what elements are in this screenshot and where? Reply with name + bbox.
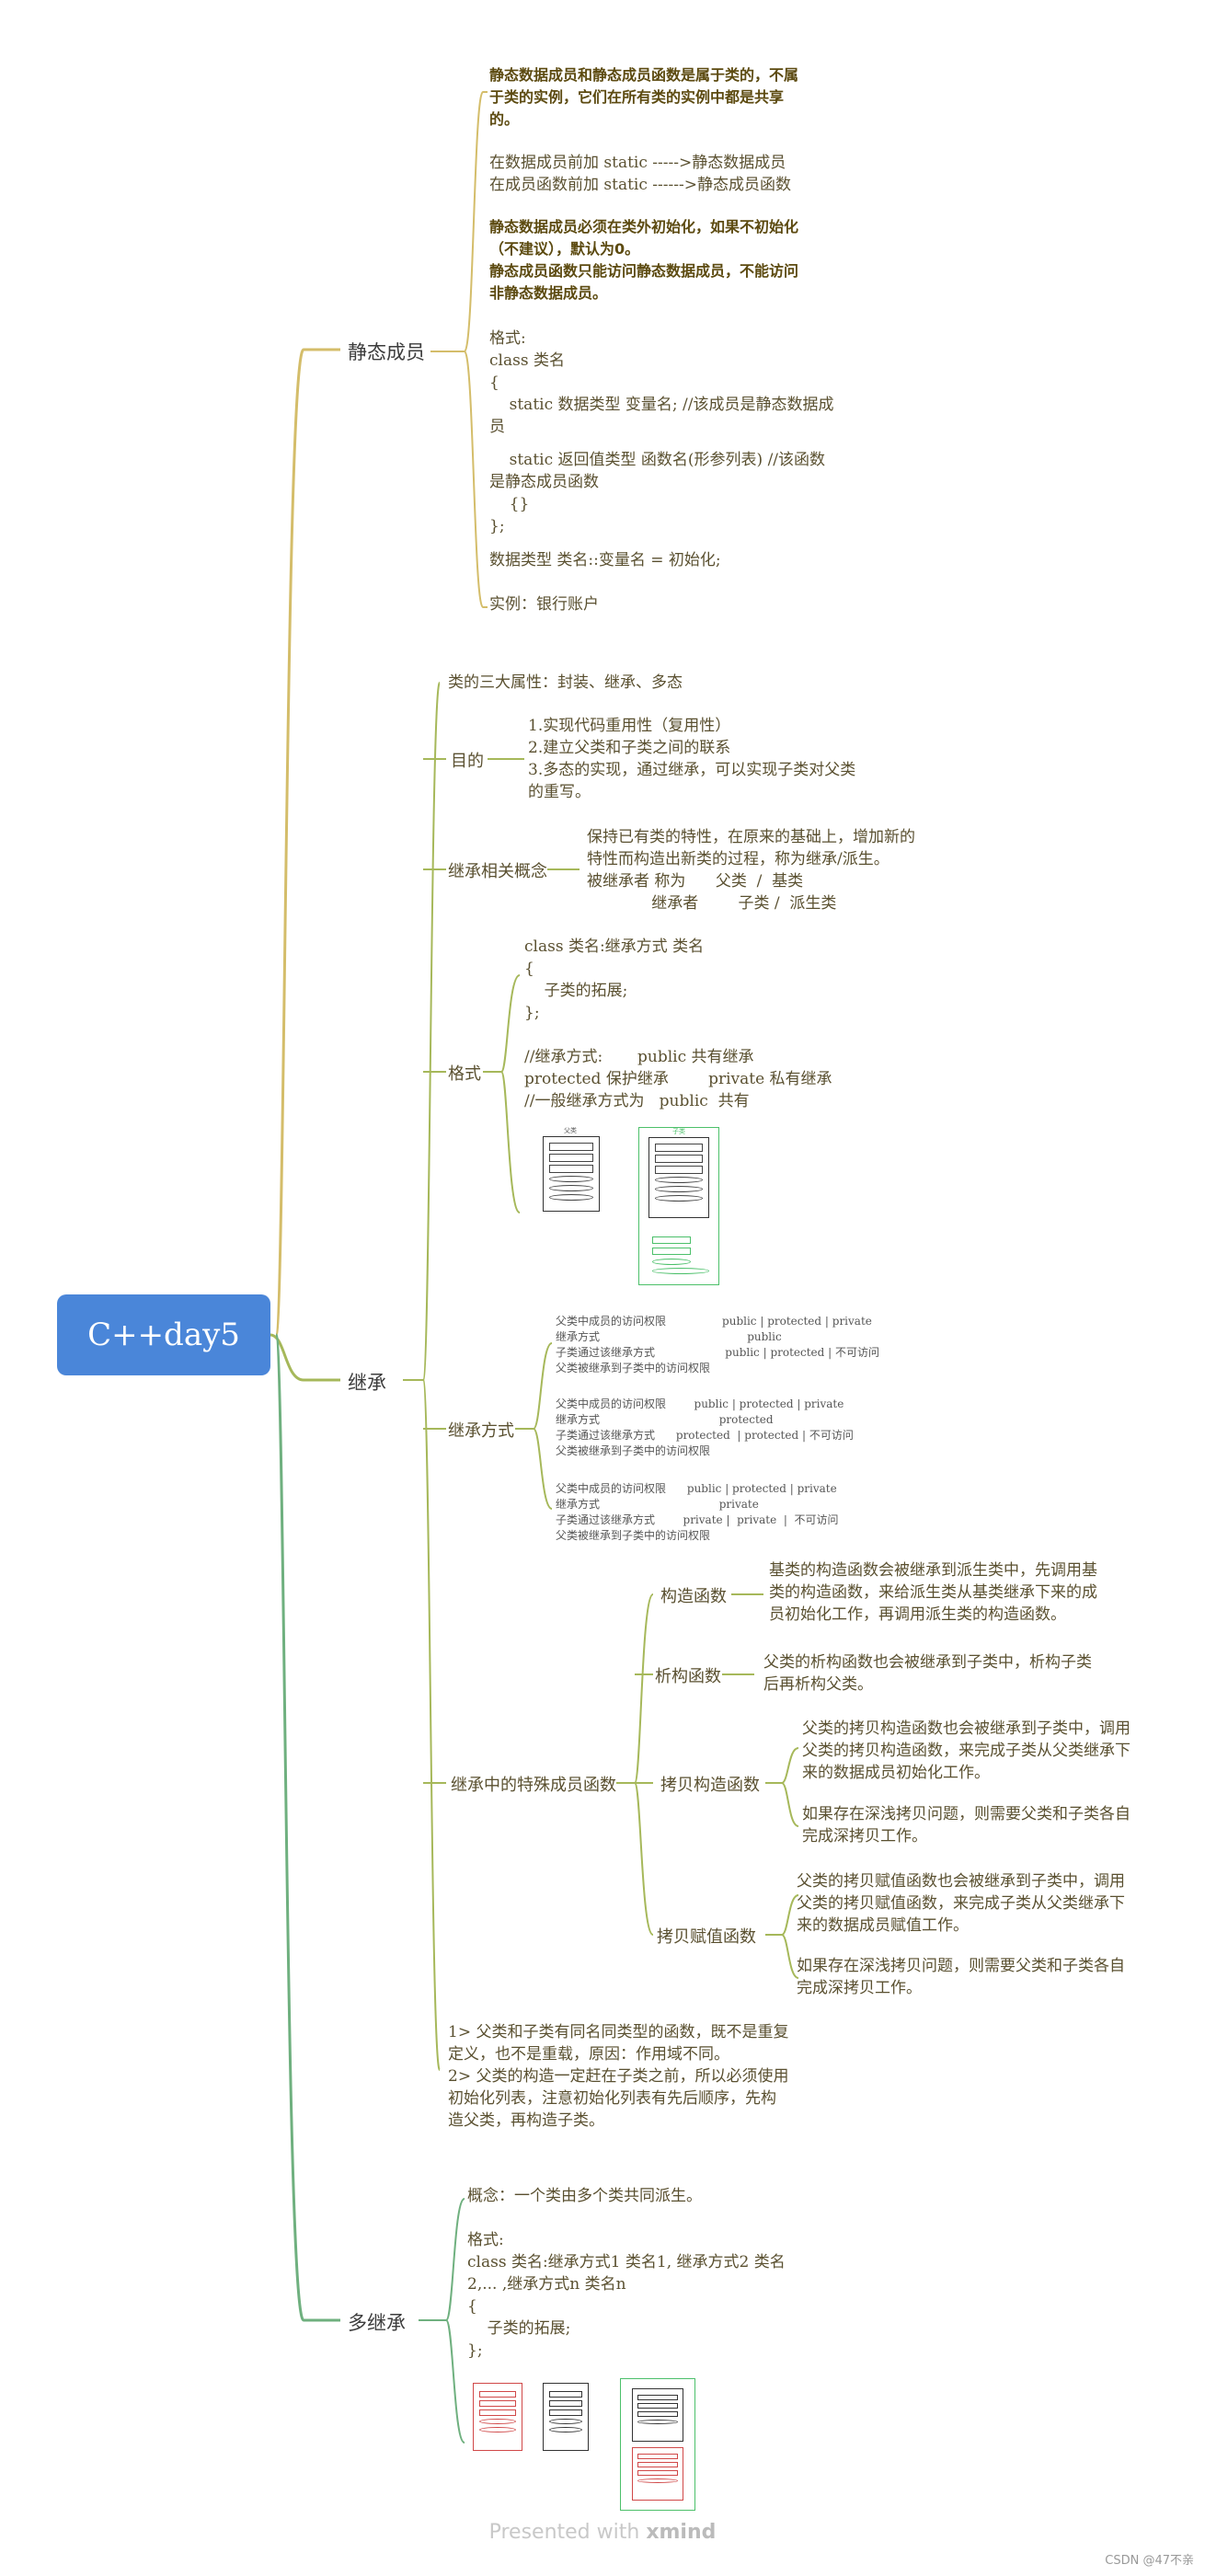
branch-inheritance[interactable]: 继承: [348, 1372, 386, 1394]
topic-destructor[interactable]: 析构函数: [655, 1667, 721, 1686]
presented-with-text: Presented with: [488, 2521, 647, 2544]
copy-constructor-text-1: 父类的拷贝构造函数也会被继承到子类中，调用 父类的拷贝构造函数，来完成子类从父类…: [802, 1719, 1130, 1782]
static-example: 实例：银行账户: [489, 595, 599, 614]
multi-base-class-2-diagram: [543, 2383, 589, 2451]
concept-text: 保持已有类的特性，在原来的基础上，增加新的 特性而构造出新类的过程，称为继承/派…: [587, 828, 915, 913]
parent-box: [543, 1136, 600, 1212]
three-properties: 类的三大属性：封装、继承、多态: [448, 673, 683, 692]
parent-class-diagram: 父类: [541, 1127, 600, 1228]
static-format-cont: static 返回值类型 函数名(形参列表) //该函数 是静态成员函数 {} …: [489, 451, 826, 535]
topic-format[interactable]: 格式: [448, 1064, 481, 1084]
xmind-logo: xmind: [646, 2521, 717, 2544]
multi-derived-class-diagram: [620, 2378, 695, 2511]
copy-assignment-text-1: 父类的拷贝赋值函数也会被继承到子类中，调用 父类的拷贝赋值函数，来完成子类从父类…: [797, 1872, 1125, 1935]
static-format: 格式: class 类名 { static 数据类型 变量名; //该成员是静态…: [489, 329, 834, 436]
presented-with-footer: Presented with xmind: [0, 2521, 1205, 2544]
static-init: 数据类型 类名::变量名 = 初始化;: [489, 551, 721, 569]
child-class-diagram: 子类: [638, 1127, 719, 1285]
topic-copy-constructor[interactable]: 拷贝构造函数: [660, 1776, 760, 1795]
static-note-1: 静态数据成员和静态成员函数是属于类的，不属 于类的实例，它们在所有类的实例中都是…: [489, 66, 799, 128]
topic-concept[interactable]: 继承相关概念: [448, 862, 547, 881]
topic-purpose[interactable]: 目的: [451, 752, 484, 771]
branch-static-members[interactable]: 静态成员: [348, 341, 425, 363]
topic-special-members[interactable]: 继承中的特殊成员函数: [451, 1776, 616, 1795]
multi-base-class-1-diagram: [473, 2383, 522, 2451]
topic-inheritance-modes[interactable]: 继承方式: [448, 1421, 514, 1441]
purpose-text: 1.实现代码重用性（复用性） 2.建立父类和子类之间的联系 3.多态的实现，通过…: [528, 717, 856, 801]
child-diagram-title: 子类: [672, 1128, 685, 1135]
mode-protected: 父类中成员的访问权限 public | protected | private …: [556, 1397, 854, 1457]
constructor-text: 基类的构造函数会被继承到派生类中，先调用基 类的构造函数，来给派生类从基类继承下…: [769, 1561, 1097, 1624]
destructor-text: 父类的析构函数也会被继承到子类中，析构子类 后再析构父类。: [763, 1653, 1092, 1694]
copy-assignment-text-2: 如果存在深浅拷贝问题，则需要父类和子类各自 完成深拷贝工作。: [797, 1957, 1125, 1997]
child-inner-box: [648, 1137, 709, 1218]
parent-diagram-title: 父类: [564, 1127, 577, 1134]
inheritance-notes: 1> 父类和子类有同名同类型的函数，既不是重复 定义，也不是重载，原因：作用域不…: [448, 2023, 789, 2130]
copy-constructor-text-2: 如果存在深浅拷贝问题，则需要父类和子类各自 完成深拷贝工作。: [802, 1805, 1130, 1846]
mode-public: 父类中成员的访问权限 public | protected | private …: [556, 1315, 880, 1374]
format-text: class 类名:继承方式 类名 { 子类的拓展; }; //继承方式: pub…: [524, 937, 832, 1110]
multi-text: 概念：一个类由多个类共同派生。 格式: class 类名:继承方式1 类名1, …: [467, 2187, 786, 2360]
branch-multiple-inheritance[interactable]: 多继承: [348, 2312, 406, 2334]
root-topic[interactable]: C++day5: [57, 1294, 270, 1375]
topic-constructor[interactable]: 构造函数: [660, 1587, 727, 1606]
topic-copy-assignment[interactable]: 拷贝赋值函数: [657, 1927, 756, 1947]
static-note-3: 静态数据成员必须在类外初始化，如果不初始化 （不建议），默认为0。 静态成员函数…: [489, 218, 799, 302]
csdn-watermark: CSDN @47不亲: [1105, 2554, 1194, 2568]
static-note-2: 在数据成员前加 static ----->静态数据成员 在成员函数前加 stat…: [489, 154, 791, 194]
mode-private: 父类中成员的访问权限 public | protected | private …: [556, 1482, 839, 1542]
